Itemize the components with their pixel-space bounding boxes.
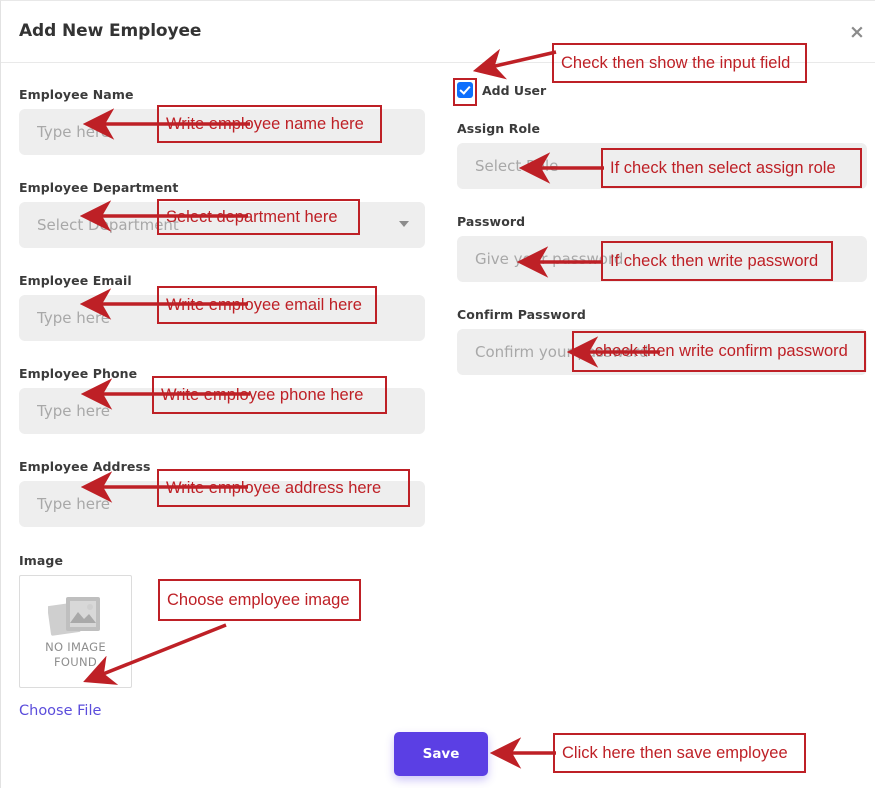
field-image: Image NO IMAGE FOUND Choose File	[19, 553, 425, 719]
no-image-text: NO IMAGE FOUND	[20, 640, 131, 670]
image-preview[interactable]: NO IMAGE FOUND	[19, 575, 132, 688]
label-employee-phone: Employee Phone	[19, 366, 138, 381]
employee-address-input[interactable]	[19, 481, 425, 527]
image-placeholder-icon	[46, 593, 104, 643]
add-user-label: Add User	[482, 82, 547, 98]
field-employee-phone: Employee Phone	[19, 366, 425, 434]
field-employee-address: Employee Address	[19, 459, 425, 527]
field-employee-department: Employee Department	[19, 180, 425, 248]
employee-phone-input[interactable]	[19, 388, 425, 434]
label-employee-name: Employee Name	[19, 87, 134, 102]
add-user-checkbox[interactable]	[457, 82, 473, 98]
label-employee-address: Employee Address	[19, 459, 151, 474]
modal-header: Add New Employee ×	[1, 1, 875, 63]
field-confirm-password: Confirm Password	[457, 307, 867, 375]
no-image-line2: FOUND	[53, 655, 98, 669]
employee-email-input[interactable]	[19, 295, 425, 341]
field-assign-role: Assign Role	[457, 121, 867, 189]
password-input[interactable]	[457, 236, 867, 282]
close-icon[interactable]: ×	[849, 21, 865, 43]
label-image: Image	[19, 553, 64, 568]
employee-department-select[interactable]	[19, 202, 425, 248]
field-employee-name: Employee Name	[19, 87, 425, 155]
label-assign-role: Assign Role	[457, 121, 541, 136]
label-password: Password	[457, 214, 526, 229]
employee-name-input[interactable]	[19, 109, 425, 155]
right-form-column: Assign Role Password Confirm Password	[457, 121, 867, 375]
field-password: Password	[457, 214, 867, 282]
assign-role-select[interactable]	[457, 143, 867, 189]
label-employee-department: Employee Department	[19, 180, 179, 195]
add-user-row[interactable]: Add User	[457, 82, 546, 98]
choose-file-link[interactable]: Choose File	[19, 703, 102, 719]
label-confirm-password: Confirm Password	[457, 307, 586, 322]
page-title: Add New Employee	[19, 21, 202, 41]
left-form-column: Employee Name Employee Department Employ…	[19, 63, 425, 719]
field-employee-email: Employee Email	[19, 273, 425, 341]
label-employee-email: Employee Email	[19, 273, 132, 288]
confirm-password-input[interactable]	[457, 329, 867, 375]
save-button[interactable]: Save	[394, 732, 488, 776]
no-image-line1: NO IMAGE	[45, 640, 106, 654]
